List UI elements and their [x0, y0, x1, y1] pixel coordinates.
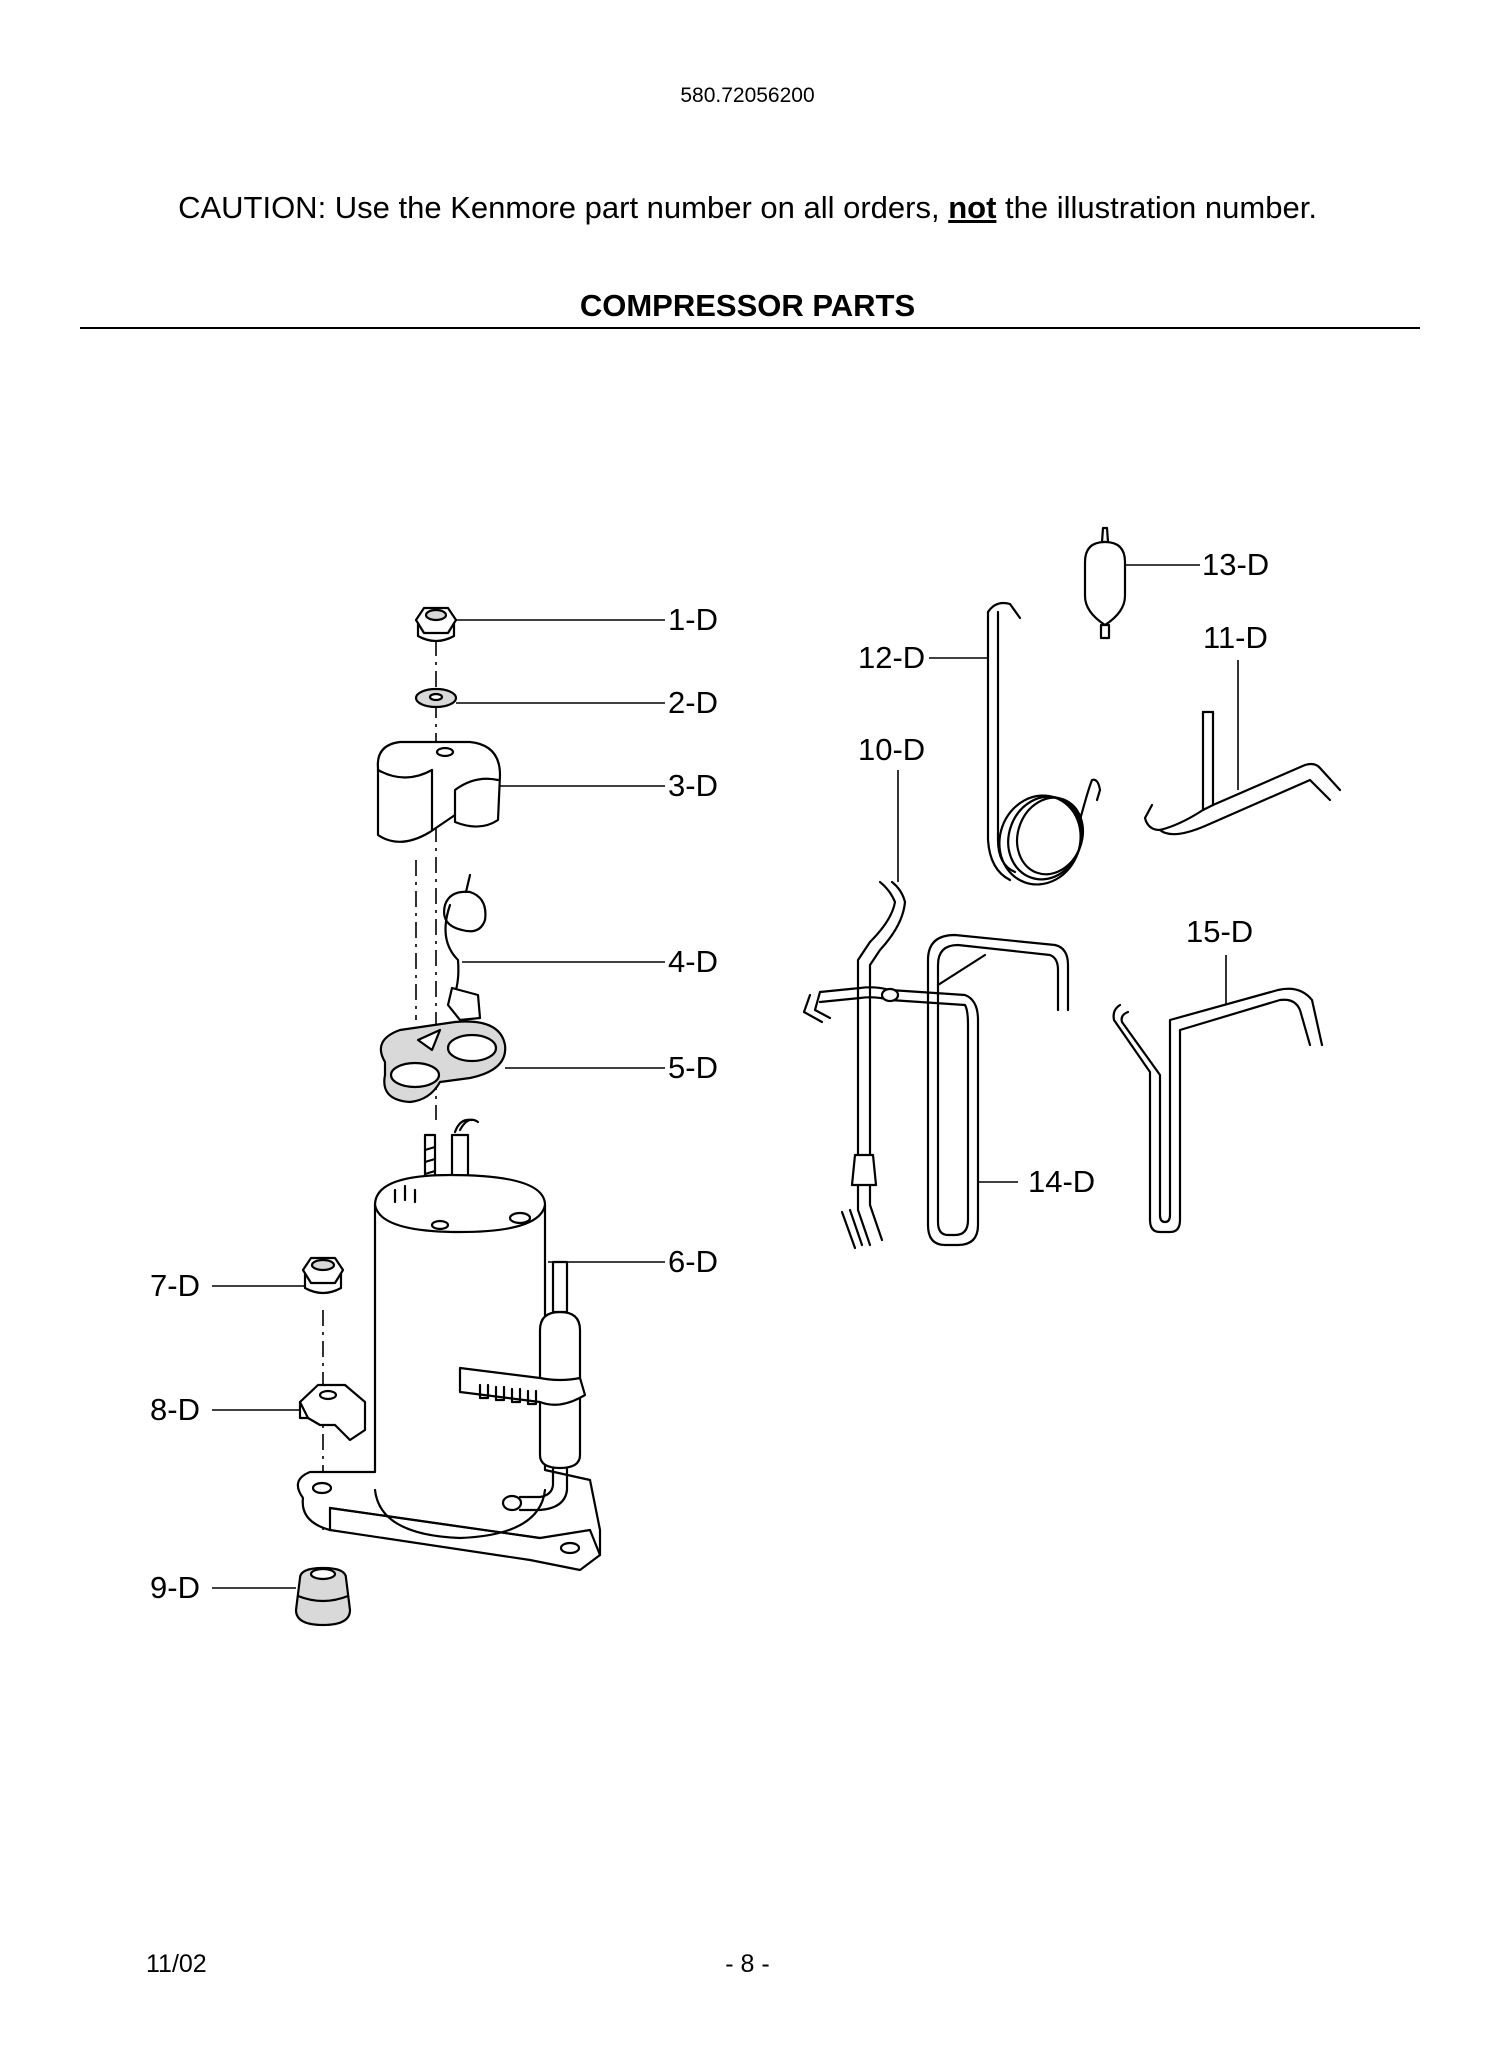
- title-rule: [80, 327, 1420, 329]
- page-number: - 8 -: [725, 1950, 770, 1978]
- caution-note: CAUTION: Use the Kenmore part number on …: [0, 190, 1495, 226]
- callout-9: 9-D: [150, 1570, 200, 1605]
- callout-3: 3-D: [668, 768, 718, 803]
- callout-labels: 1-D 2-D 3-D 4-D 5-D 6-D 7-D 8-D 9-D 10-D…: [150, 547, 1269, 1605]
- callout-14: 14-D: [1028, 1164, 1095, 1199]
- caution-prefix: CAUTION: Use the Kenmore part number on …: [178, 190, 949, 225]
- callout-4: 4-D: [668, 944, 718, 979]
- part-3-terminal-cover: [376, 740, 502, 843]
- section-title: COMPRESSOR PARTS: [579, 288, 916, 323]
- leader-lines: [212, 564, 1239, 1589]
- part-9-grommet: [294, 1566, 352, 1627]
- part-12-coil-tube: [986, 601, 1102, 886]
- callout-13: 13-D: [1202, 547, 1269, 582]
- part-6-compressor-body: [296, 1173, 602, 1572]
- part-13-muffler: [1083, 526, 1127, 640]
- part-11-tube: [1143, 710, 1342, 836]
- tubing-assembly: [802, 526, 1342, 1250]
- part-5-gasket: [379, 1020, 507, 1104]
- part-10-14-tube-assembly: [802, 880, 1070, 1250]
- part-1-nut: [414, 606, 458, 643]
- callout-7: 7-D: [150, 1268, 200, 1303]
- footer-date: 11/02: [146, 1950, 207, 1978]
- callout-10: 10-D: [858, 732, 925, 767]
- part-8-bracket: [298, 1383, 367, 1442]
- callout-15: 15-D: [1186, 914, 1253, 949]
- part-2-washer: [414, 687, 458, 709]
- part-4-overload-protector: [443, 873, 487, 1022]
- model-number: 580.72056200: [680, 84, 815, 107]
- callout-8: 8-D: [150, 1392, 200, 1427]
- callout-11: 11-D: [1203, 620, 1268, 655]
- callout-5: 5-D: [668, 1050, 718, 1085]
- callout-6: 6-D: [668, 1244, 718, 1279]
- caution-emphasis: not: [948, 190, 997, 225]
- part-7-nut: [301, 1256, 345, 1295]
- compressor-assembly: [294, 606, 602, 1627]
- part-15-tube: [1112, 987, 1324, 1234]
- caution-suffix: the illustration number.: [996, 190, 1317, 225]
- callout-12: 12-D: [858, 640, 925, 675]
- callout-1: 1-D: [668, 602, 718, 637]
- callout-2: 2-D: [668, 685, 718, 720]
